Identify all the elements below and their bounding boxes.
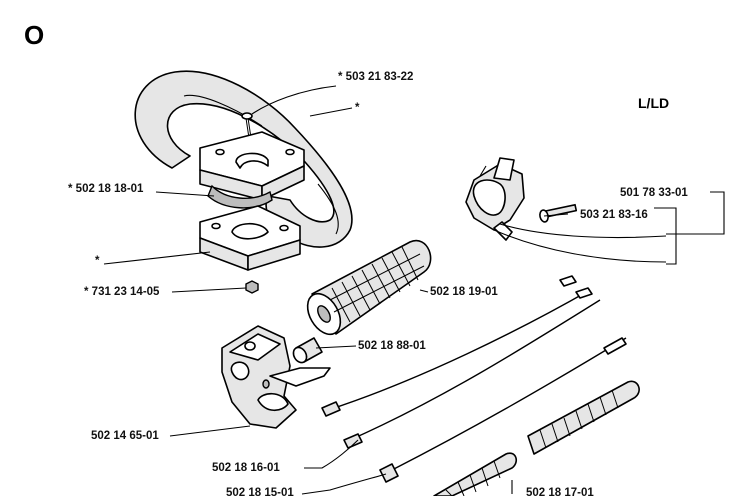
- label-502-18-88-01: 502 18 88-01: [358, 340, 426, 352]
- label-asterisk-lower-clamp: *: [95, 255, 100, 267]
- leader-lines: [103, 85, 725, 495]
- model-code: L/LD: [638, 95, 669, 111]
- label-501-78-33-01: 501 78 33-01: [620, 187, 688, 199]
- label-503-21-83-22: * 503 21 83-22: [338, 71, 413, 83]
- label-502-18-19-01: 502 18 19-01: [430, 286, 498, 298]
- label-502-18-15-01: 502 18 15-01: [226, 487, 294, 496]
- throttle-housing: [221, 325, 331, 429]
- throttle-cable: [379, 337, 627, 483]
- lower-clamp: [199, 205, 301, 271]
- label-502-14-65-01: 502 14 65-01: [91, 430, 159, 442]
- protective-hose-upper: [527, 380, 640, 455]
- ignition-wire: [321, 275, 601, 449]
- protective-hose-lower: [433, 452, 518, 496]
- label-503-21-83-16: 503 21 83-16: [580, 209, 648, 221]
- label-731-23-14-05: * 731 23 14-05: [84, 286, 160, 298]
- handle-grip: [306, 239, 432, 336]
- label-502-18-17-01: 502 18 17-01: [526, 487, 594, 496]
- nut: [245, 280, 259, 294]
- rubber-insert: [207, 184, 273, 209]
- section-letter: O: [24, 20, 44, 50]
- label-502-18-18-01: * 502 18 18-01: [68, 183, 144, 195]
- bushing: [292, 337, 323, 364]
- label-502-18-16-01: 502 18 16-01: [212, 462, 280, 474]
- bracket: [465, 157, 525, 241]
- label-asterisk-handle: *: [355, 102, 360, 114]
- bracket-bolt: [539, 203, 578, 223]
